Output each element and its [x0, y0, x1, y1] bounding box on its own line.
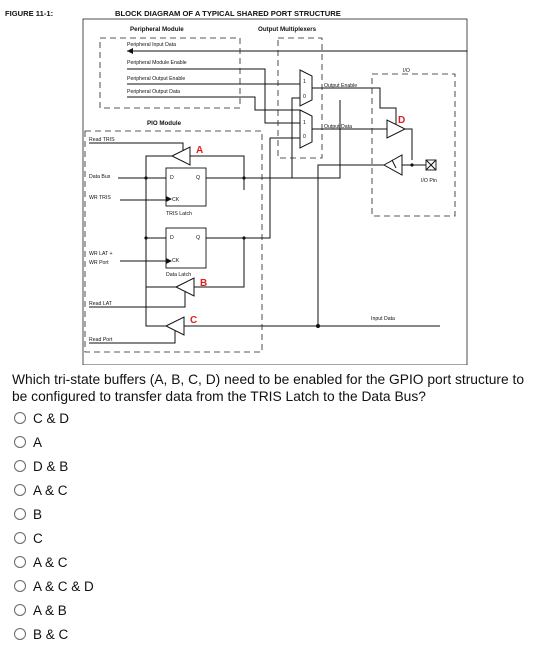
mux1-input0-label: 0: [303, 94, 306, 100]
radio-button[interactable]: [14, 580, 26, 592]
option-0[interactable]: C & D: [14, 408, 214, 428]
mux-output-data: [299, 109, 313, 149]
peripheral-input-data-wire: [127, 50, 468, 52]
tris-ck-label: CK: [172, 197, 180, 203]
option-1[interactable]: A: [14, 432, 214, 452]
read-lat-label: Read LAT: [89, 301, 113, 307]
option-label: A & C: [33, 554, 68, 570]
radio-button[interactable]: [14, 604, 26, 616]
option-4[interactable]: B: [14, 504, 214, 524]
module-enable-wire: [127, 68, 300, 124]
tris-q-label: Q: [196, 175, 200, 181]
radio-button[interactable]: [14, 460, 26, 472]
option-label: A: [33, 434, 43, 450]
tris-latch: [165, 167, 207, 207]
wr-port-label: WR Port: [89, 260, 109, 266]
pio-module-label: PIO Module: [147, 120, 182, 127]
peripheral-module-box: [99, 37, 241, 109]
buffer-b-label: B: [200, 278, 207, 289]
wr-tris-label: WR TRIS: [89, 195, 111, 201]
option-2[interactable]: D & B: [14, 456, 214, 476]
radio-button[interactable]: [14, 484, 26, 496]
wr-lat-label: WR LAT +: [89, 251, 113, 257]
figure-id: FIGURE 11-1:: [5, 9, 53, 18]
data-latch-label: Data Latch: [166, 272, 191, 278]
read-tris-wire: [89, 142, 184, 151]
mux-output-enable: [299, 69, 313, 107]
data-latch: [165, 227, 207, 269]
radio-button[interactable]: [14, 628, 26, 640]
driver-output-wire: [405, 128, 413, 160]
input-buffer: [382, 154, 403, 176]
peripheral-output-enable-label: Peripheral Output Enable: [127, 76, 185, 82]
data-ck-label: CK: [172, 258, 180, 264]
option-label: B & C: [33, 626, 69, 642]
radio-button[interactable]: [14, 508, 26, 520]
figure-border: [82, 18, 468, 365]
peripheral-module-enable-label: Peripheral Module Enable: [127, 60, 187, 66]
data-bus-label: Data Bus: [89, 174, 111, 180]
option-label: A & C: [33, 482, 68, 498]
option-3[interactable]: A & C: [14, 480, 214, 500]
buffer-d: [386, 119, 407, 139]
read-port-wire: [89, 331, 176, 344]
io-pin-label: I/O Pin: [421, 178, 437, 184]
option-label: D & B: [33, 458, 69, 474]
read-bus-wire: [145, 155, 172, 322]
buffer-c-label: C: [190, 315, 197, 326]
read-tris-label: Read TRIS: [89, 137, 115, 143]
mux1-input1-label: 1: [303, 79, 306, 85]
output-mux-box: [277, 37, 323, 159]
option-label: C: [33, 530, 43, 546]
radio-button[interactable]: [14, 412, 26, 424]
peripheral-output-data-label: Peripheral Output Data: [127, 89, 180, 95]
buffer-a: [170, 146, 191, 166]
peripheral-module-label: Peripheral Module: [130, 26, 184, 33]
option-label: B: [33, 506, 43, 522]
output-data-label: Output Data: [324, 124, 352, 130]
tris-latch-label: TRIS Latch: [166, 211, 192, 217]
data-d-label: D: [170, 235, 174, 241]
radio-button[interactable]: [14, 436, 26, 448]
mux2-input1-label: 1: [303, 120, 306, 126]
option-6[interactable]: A & C: [14, 552, 214, 572]
data-q-label: Q: [196, 235, 200, 241]
buffer-a-label: A: [196, 145, 203, 156]
read-lat-wire: [89, 292, 186, 308]
output-enable-line: [312, 87, 390, 109]
output-data-wire: [127, 96, 300, 111]
input-data-label: Input Data: [371, 316, 395, 322]
radio-button[interactable]: [14, 532, 26, 544]
option-label: A & B: [33, 602, 67, 618]
output-enable-label: Output Enable: [324, 83, 357, 89]
buffer-d-label: D: [398, 115, 405, 126]
option-7[interactable]: A & C & D: [14, 576, 214, 596]
block-diagram-figure: FIGURE 11-1: BLOCK DIAGRAM OF A TYPICAL …: [5, 9, 468, 365]
option-9[interactable]: B & C: [14, 624, 214, 644]
question-text: Which tri-state buffers (A, B, C, D) nee…: [12, 372, 524, 404]
option-8[interactable]: A & B: [14, 600, 214, 620]
option-5[interactable]: C: [14, 528, 214, 548]
option-label: A & C & D: [33, 578, 94, 594]
mux2-input0-label: 0: [303, 134, 306, 140]
radio-button[interactable]: [14, 556, 26, 568]
output-multiplexers-label: Output Multiplexers: [258, 26, 317, 33]
peripheral-input-data-label: Peripheral Input Data: [127, 42, 176, 48]
io-label: I/O: [403, 68, 410, 74]
input-data-wire: [317, 164, 384, 326]
peripheral-input-arrow-icon: [127, 48, 133, 54]
io-box: [371, 73, 456, 217]
read-port-label: Read Port: [89, 337, 113, 343]
figure-title: BLOCK DIAGRAM OF A TYPICAL SHARED PORT S…: [115, 9, 341, 18]
tris-d-label: D: [170, 175, 174, 181]
option-label: C & D: [33, 410, 70, 426]
